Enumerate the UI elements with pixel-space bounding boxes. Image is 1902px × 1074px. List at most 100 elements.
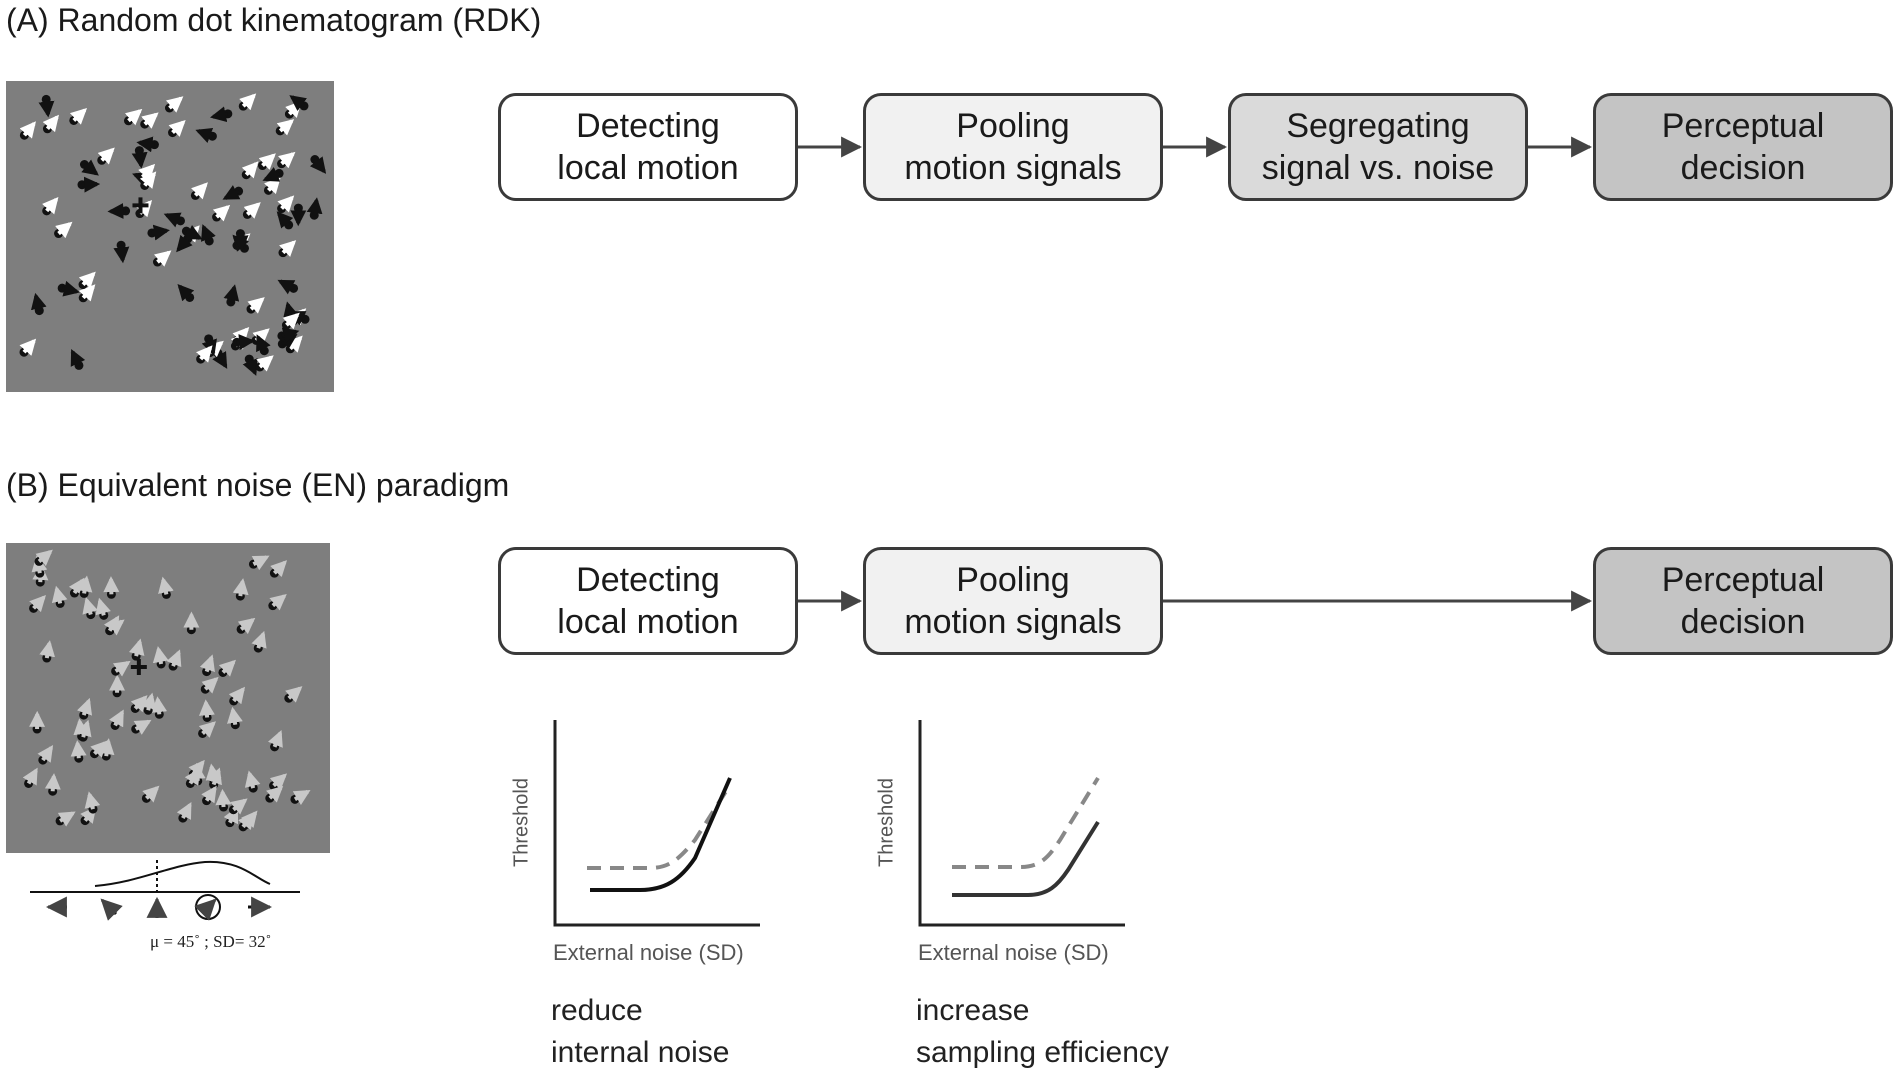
box-a-decision-line1: Perceptual [1661, 107, 1825, 145]
stimulus-dot [227, 706, 243, 730]
rdk-dots-image [19, 93, 327, 376]
stimulus-dot [168, 119, 186, 138]
direction-distribution [30, 860, 300, 921]
stimulus-dot [19, 121, 36, 140]
stimulus-dot [281, 312, 300, 330]
stimulus-dot [109, 709, 124, 730]
rdk-stimulus-panel [6, 81, 334, 392]
stimulus-dot [29, 595, 46, 613]
stimulus-dot [77, 176, 101, 193]
plot1-effect-line2: internal noise [551, 1036, 730, 1069]
stimulus-dot [262, 166, 284, 182]
stimulus-dot [241, 161, 259, 180]
plot1-effect-line1: reduce [551, 994, 643, 1027]
plot2-effect-line2: sampling efficiency [916, 1036, 1169, 1069]
stimulus-dot [82, 597, 98, 620]
plot2-ylabel: Threshold [875, 778, 898, 867]
stimulus-dot [278, 240, 297, 258]
stimulus-dot [151, 696, 168, 719]
stimulus-dot [190, 182, 208, 200]
stimulus-dot [166, 649, 182, 671]
stimulus-dot [147, 224, 170, 241]
stimulus-dot [19, 338, 37, 357]
stimulus-dot [158, 576, 174, 599]
box-a-perceptual-decision: Perceptual decision [1593, 93, 1893, 201]
stimulus-dot [256, 334, 271, 356]
stimulus-dot [34, 549, 53, 567]
stimulus-dot [103, 576, 120, 599]
stimulus-dot [136, 136, 159, 153]
box-b-detecting-line2: local motion [557, 603, 739, 641]
stimulus-dot [269, 560, 288, 578]
stimulus-dot [268, 729, 283, 752]
stimulus-dot [199, 654, 215, 677]
stimulus-dot [54, 221, 73, 239]
stimulus-dot [163, 212, 185, 228]
stimulus-dot [42, 114, 59, 134]
stimulus-dot [268, 594, 287, 611]
plot1-xlabel: External noise (SD) [553, 940, 744, 965]
stimulus-dot [70, 740, 87, 763]
stimulus-dot [70, 348, 86, 370]
stimulus-dot [79, 159, 99, 176]
stimulus-dot [29, 710, 46, 734]
stimulus-dot [84, 791, 101, 814]
stimulus-dot [309, 155, 327, 174]
stimulus-dot [290, 789, 311, 806]
box-a-pooling-motion-signals: Pooling motion signals [863, 93, 1163, 201]
box-a-segregating-signal: Segregating signal vs. noise [1228, 93, 1528, 201]
stimulus-dot [228, 686, 246, 706]
stimulus-dot [232, 334, 256, 351]
stimulus-dot [223, 284, 240, 307]
plot1-ylabel: Threshold [510, 778, 533, 867]
stimulus-dot [152, 250, 172, 267]
plot-increase-sampling-efficiency [918, 720, 1125, 927]
stimulus-dot [38, 94, 55, 118]
stimulus-dot [131, 719, 152, 735]
stimulus-dot [277, 195, 295, 214]
stimulus-dot [69, 107, 88, 125]
box-a-segregating-line2: signal vs. noise [1261, 149, 1495, 187]
plot2-effect-line1: increase [916, 994, 1030, 1027]
stimulus-dot [141, 785, 160, 803]
box-a-detecting-line2: local motion [557, 149, 739, 187]
box-b-decision-line2: decision [1680, 603, 1806, 641]
box-a-detecting-line1: Detecting [576, 107, 720, 145]
stimulus-dot [251, 630, 267, 653]
box-b-pooling-line2: motion signals [904, 603, 1122, 641]
stimulus-dot [244, 770, 261, 793]
stimulus-dot [76, 697, 93, 720]
plot2-xlabel: External noise (SD) [918, 940, 1109, 965]
en-dots-image [22, 549, 311, 832]
stimulus-dot [277, 327, 300, 343]
box-a-decision-line2: decision [1680, 149, 1806, 187]
plot1-effect-text: reduce internal noise [551, 990, 729, 1074]
stimulus-dot [55, 811, 76, 827]
stimulus-dot [195, 127, 217, 143]
stimulus-dot [238, 93, 257, 111]
stimulus-dot [228, 798, 248, 815]
box-b-detecting-line1: Detecting [576, 561, 720, 599]
stimulus-dot [76, 575, 93, 598]
box-a-pooling-line2: motion signals [904, 149, 1122, 187]
stimulus-dot [123, 108, 143, 126]
stimulus-dot [236, 617, 256, 635]
stimulus-dot [242, 354, 258, 376]
plot-reduce-internal-noise [553, 720, 760, 927]
stimulus-dot [89, 740, 108, 759]
stimulus-dot [176, 801, 192, 823]
stimulus-dot [128, 638, 145, 661]
stimulus-dot [218, 659, 236, 677]
stimulus-dot [51, 585, 68, 608]
box-a-segregating-line1: Segregating [1286, 107, 1470, 145]
stimulus-dot [22, 767, 38, 788]
stimulus-dot [248, 555, 270, 571]
stimulus-dot [164, 96, 184, 113]
stimulus-dot [201, 785, 217, 806]
stimulus-dot [265, 785, 284, 803]
stimulus-dot [196, 345, 213, 364]
stimulus-dot [209, 106, 233, 123]
stimulus-dot [152, 646, 169, 669]
distribution-parameters-label: μ = 45˚ ; SD= 32˚ [150, 932, 272, 951]
